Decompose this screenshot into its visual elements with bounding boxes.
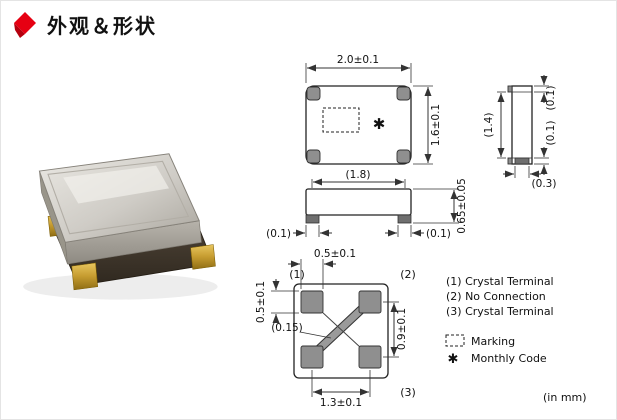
dim-gap-bottom: (0.1) <box>534 121 557 175</box>
dim-label: (1.8) <box>346 169 371 181</box>
corner-terminal <box>396 149 411 164</box>
marking-swatch <box>445 334 465 347</box>
dim-label: 0.5±0.1 <box>255 281 267 323</box>
corner-terminal <box>396 86 411 101</box>
red-bullet-icon <box>14 11 36 38</box>
terminal-1-label: (1) <box>289 268 305 281</box>
dim-label: 0.5±0.1 <box>314 248 356 260</box>
gold-terminal-right <box>190 244 216 270</box>
side-view: (1.4) (0.1) (0.1) (0.3) <box>483 75 557 190</box>
corner-terminal <box>306 86 321 101</box>
dim-label: 1.3±0.1 <box>320 397 362 409</box>
terminal-2-label: (2) <box>400 268 416 281</box>
monthly-code-mark: ✱ <box>373 115 386 133</box>
dim-label: 1.6±0.1 <box>430 104 442 146</box>
body-outline <box>305 188 412 216</box>
dim-label: 0.9±0.1 <box>396 308 408 350</box>
legend-terminal-2: (2) No Connection <box>446 290 546 303</box>
bottom-view: (1) (2) (3) 0.5±0.1 0.5±0.1 (0.15) <box>255 248 416 409</box>
dim-pitch-horizontal: 1.3±0.1 <box>311 370 371 409</box>
photo-shadow <box>23 273 218 300</box>
section-title: 外观＆形状 <box>47 14 157 38</box>
terminal-tab-top <box>507 85 513 93</box>
leader-line <box>299 331 332 339</box>
dim-label: (0.1) <box>426 228 451 240</box>
dim-label: (1.4) <box>483 113 495 138</box>
front-view: (1.8) 0.65±0.05 (0.1) (0.1 <box>266 169 468 240</box>
dim-label: 2.0±0.1 <box>337 54 379 66</box>
bottom-terminal-right <box>397 214 412 224</box>
units-note: (in mm) <box>543 391 587 404</box>
dim-pad-right: (0.1) <box>385 225 451 240</box>
top-view: ✱ 2.0±0.1 1.6±0.1 <box>305 54 442 165</box>
pad-terminal-3 <box>358 345 382 369</box>
body-outline <box>511 85 533 165</box>
marking-label: Marking <box>471 335 515 348</box>
legend: (1) Crystal Terminal (2) No Connection (… <box>445 275 587 404</box>
pad-terminal-1 <box>300 290 324 314</box>
dim-height: 1.6±0.1 <box>413 85 442 165</box>
marking-area <box>322 107 360 133</box>
lid-seam-line <box>47 160 190 235</box>
dim-pad-width: (0.3) <box>503 166 556 190</box>
dim-pad-height: 0.5±0.1 <box>255 279 299 323</box>
dim-pattern-gap: (0.15) <box>271 322 332 339</box>
dim-pitch-vertical: 0.9±0.1 <box>383 301 408 358</box>
dim-pad-width: 0.5±0.1 <box>288 248 356 289</box>
diagonal-line <box>320 310 362 349</box>
terminal-tab-bottom <box>507 157 513 165</box>
gold-terminal-left <box>71 262 99 291</box>
dim-lid-length: (1.4) <box>483 91 506 159</box>
dim-label: (0.1) <box>545 121 557 146</box>
legend-terminal-3: (3) Crystal Terminal <box>446 305 554 318</box>
dim-label: 0.65±0.05 <box>456 178 468 234</box>
dim-label: (0.15) <box>271 322 303 334</box>
dim-thickness: 0.65±0.05 <box>413 178 468 234</box>
dim-lid-width: (1.8) <box>311 169 406 188</box>
dim-width: 2.0±0.1 <box>305 54 412 83</box>
corner-terminal <box>306 149 321 164</box>
bottom-terminal <box>514 157 530 165</box>
dim-label: (0.1) <box>266 228 291 240</box>
pad-terminal-2 <box>358 290 382 314</box>
dim-pad-left: (0.1) <box>266 225 332 240</box>
dim-gap-top: (0.1) <box>534 75 557 110</box>
legend-terminal-1: (1) Crystal Terminal <box>446 275 554 288</box>
component-photo <box>23 153 218 300</box>
bottom-terminal-left <box>305 214 320 224</box>
section-header: 外观＆形状 <box>13 10 157 39</box>
dim-label: (0.3) <box>532 178 557 190</box>
dim-label: (0.1) <box>545 86 557 111</box>
lid-highlight <box>63 165 169 204</box>
diagonal-strip <box>314 303 368 354</box>
terminal-3-label: (3) <box>400 386 416 399</box>
monthly-code-label: Monthly Code <box>471 352 547 365</box>
monthly-code-symbol: ✱ <box>448 352 459 367</box>
pad-terminal-4 <box>300 345 324 369</box>
